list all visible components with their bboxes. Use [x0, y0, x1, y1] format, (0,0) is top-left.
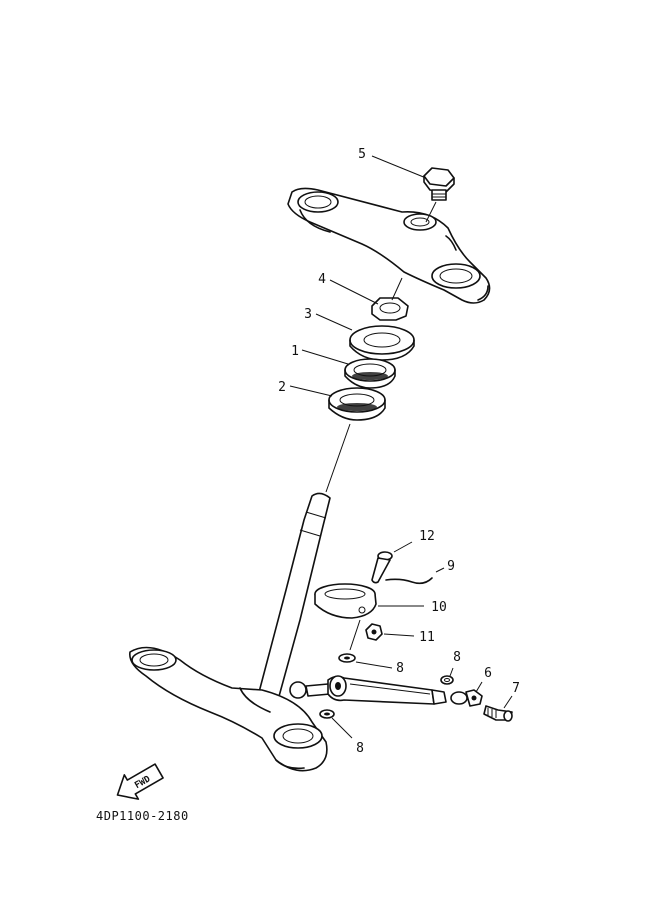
bearing-2: [328, 387, 386, 421]
label-4: 4: [318, 272, 326, 287]
pin-11: [371, 541, 413, 584]
label-12: 11: [419, 630, 435, 645]
label-8-a: 8: [396, 661, 404, 676]
leader-4: [329, 279, 379, 305]
leader-5: [371, 155, 427, 179]
leader-2: [289, 385, 333, 397]
washer-3: [349, 325, 415, 361]
bolt-5: [423, 167, 455, 223]
washer-8-b: [440, 667, 454, 685]
leader-1: [301, 349, 349, 365]
label-8-b: 8: [453, 650, 461, 665]
drawing-code: 4DP1100-2180: [96, 809, 189, 823]
fwd-arrow-icon: FWD: [116, 763, 164, 800]
label-1: 1: [291, 344, 299, 359]
leader-3: [315, 313, 353, 331]
steering-damper: [289, 675, 447, 705]
bolt-12: [349, 619, 415, 651]
assembly-axis: [325, 423, 351, 493]
bolt-7: [483, 695, 513, 722]
bearing-1: [344, 358, 396, 389]
label-3: 3: [304, 307, 312, 322]
label-2: 2: [278, 380, 286, 395]
label-9: 9: [447, 559, 455, 574]
label-7: 7: [512, 681, 520, 696]
label-8-c: 8: [356, 741, 364, 756]
label-6: 6: [484, 666, 492, 681]
washer-8-c: [319, 709, 353, 739]
label-5: 5: [358, 147, 366, 162]
upper-bracket: [287, 187, 491, 304]
label-10: 10: [431, 600, 447, 615]
bracket-10: [314, 583, 424, 619]
clip-9: [385, 567, 445, 585]
under-bracket-stem: [129, 492, 331, 772]
collar-6: [450, 681, 483, 707]
ring-nut-4: [371, 277, 409, 321]
label-11: 12: [419, 529, 435, 544]
washer-8-a: [338, 653, 393, 669]
